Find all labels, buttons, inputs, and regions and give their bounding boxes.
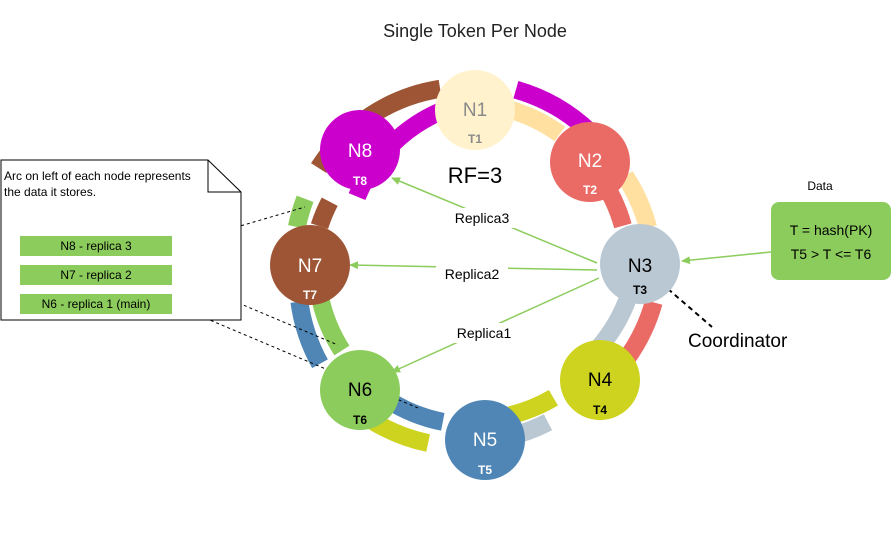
note-replica-2: N7 - replica 2 bbox=[60, 268, 132, 282]
note-replica-3: N6 - replica 1 (main) bbox=[42, 297, 151, 311]
note-card: Arc on left of each node represents the … bbox=[0, 159, 242, 321]
note-line-2: the data it stores. bbox=[4, 185, 96, 199]
label-replica1: Replica1 bbox=[457, 325, 512, 341]
label-replica3: Replica3 bbox=[455, 210, 510, 226]
note-replica-box-1 bbox=[20, 236, 172, 256]
node-name-n1: N1 bbox=[463, 100, 487, 121]
outer-arc-blue bbox=[290, 300, 328, 369]
node-token-n1: T1 bbox=[468, 132, 482, 146]
node-name-n6: N6 bbox=[348, 380, 372, 401]
node-n6: N6 T6 bbox=[320, 350, 400, 430]
node-circle-n5 bbox=[445, 400, 525, 480]
node-token-n8: T8 bbox=[353, 174, 367, 188]
node-token-n6: T6 bbox=[353, 413, 367, 427]
coordinator-label: Coordinator bbox=[688, 331, 788, 352]
inner-arc-brown bbox=[310, 197, 338, 230]
arrow-data bbox=[681, 251, 772, 265]
node-n1: N1 T1 bbox=[435, 70, 515, 150]
node-name-n3: N3 bbox=[628, 256, 652, 277]
data-box: T = hash(PK) T5 > T <= T6 bbox=[771, 202, 891, 280]
inner-arc-olive bbox=[506, 389, 558, 425]
note-line-1: Arc on left of each node represents bbox=[4, 169, 191, 183]
node-name-n5: N5 bbox=[473, 430, 497, 451]
node-n2: N2 T2 bbox=[550, 122, 630, 202]
node-circle-n3 bbox=[600, 224, 680, 304]
coordinator-connector bbox=[667, 288, 713, 328]
node-circle-n2 bbox=[550, 122, 630, 202]
connector-n8 bbox=[171, 206, 306, 247]
node-token-n2: T2 bbox=[583, 183, 597, 197]
node-circle-n6 bbox=[320, 350, 400, 430]
note-fold bbox=[207, 160, 241, 193]
node-n3: N3 T3 bbox=[600, 224, 680, 304]
node-token-n3: T3 bbox=[633, 283, 647, 297]
data-heading: Data bbox=[807, 179, 833, 193]
node-token-n4: T4 bbox=[593, 403, 607, 417]
node-circle-n1 bbox=[435, 70, 515, 150]
node-circle-n8 bbox=[320, 110, 400, 190]
inner-arc-gray bbox=[592, 294, 637, 353]
node-name-n7: N7 bbox=[298, 256, 322, 277]
data-line-1: T = hash(PK) bbox=[790, 222, 873, 238]
diagram-title: Single Token Per Node bbox=[383, 21, 567, 41]
label-replica2: Replica2 bbox=[445, 266, 500, 282]
node-token-n5: T5 bbox=[478, 463, 492, 477]
data-line-2: T5 > T <= T6 bbox=[791, 246, 872, 262]
replica-labels: Replica3 Replica2 Replica1 bbox=[436, 208, 520, 343]
node-circle-n4 bbox=[560, 340, 640, 420]
node-n8: N8 T8 bbox=[320, 110, 400, 190]
node-n5: N5 T5 bbox=[445, 400, 525, 480]
node-n4: N4 T4 bbox=[560, 340, 640, 420]
node-token-n7: T7 bbox=[303, 288, 317, 302]
outer-arc-cream bbox=[617, 171, 657, 231]
node-name-n8: N8 bbox=[348, 141, 372, 162]
note-replica-box-3 bbox=[20, 294, 172, 314]
node-n7: N7 T7 bbox=[270, 225, 350, 305]
node-circle-n7 bbox=[270, 225, 350, 305]
outer-arc-green bbox=[288, 195, 314, 229]
rf-label: RF=3 bbox=[448, 163, 502, 188]
node-name-n4: N4 bbox=[588, 370, 613, 391]
note-replica-1: N8 - replica 3 bbox=[60, 239, 132, 253]
node-name-n2: N2 bbox=[578, 151, 602, 172]
note-replica-box-2 bbox=[20, 265, 172, 285]
inner-arc-green bbox=[311, 295, 350, 356]
